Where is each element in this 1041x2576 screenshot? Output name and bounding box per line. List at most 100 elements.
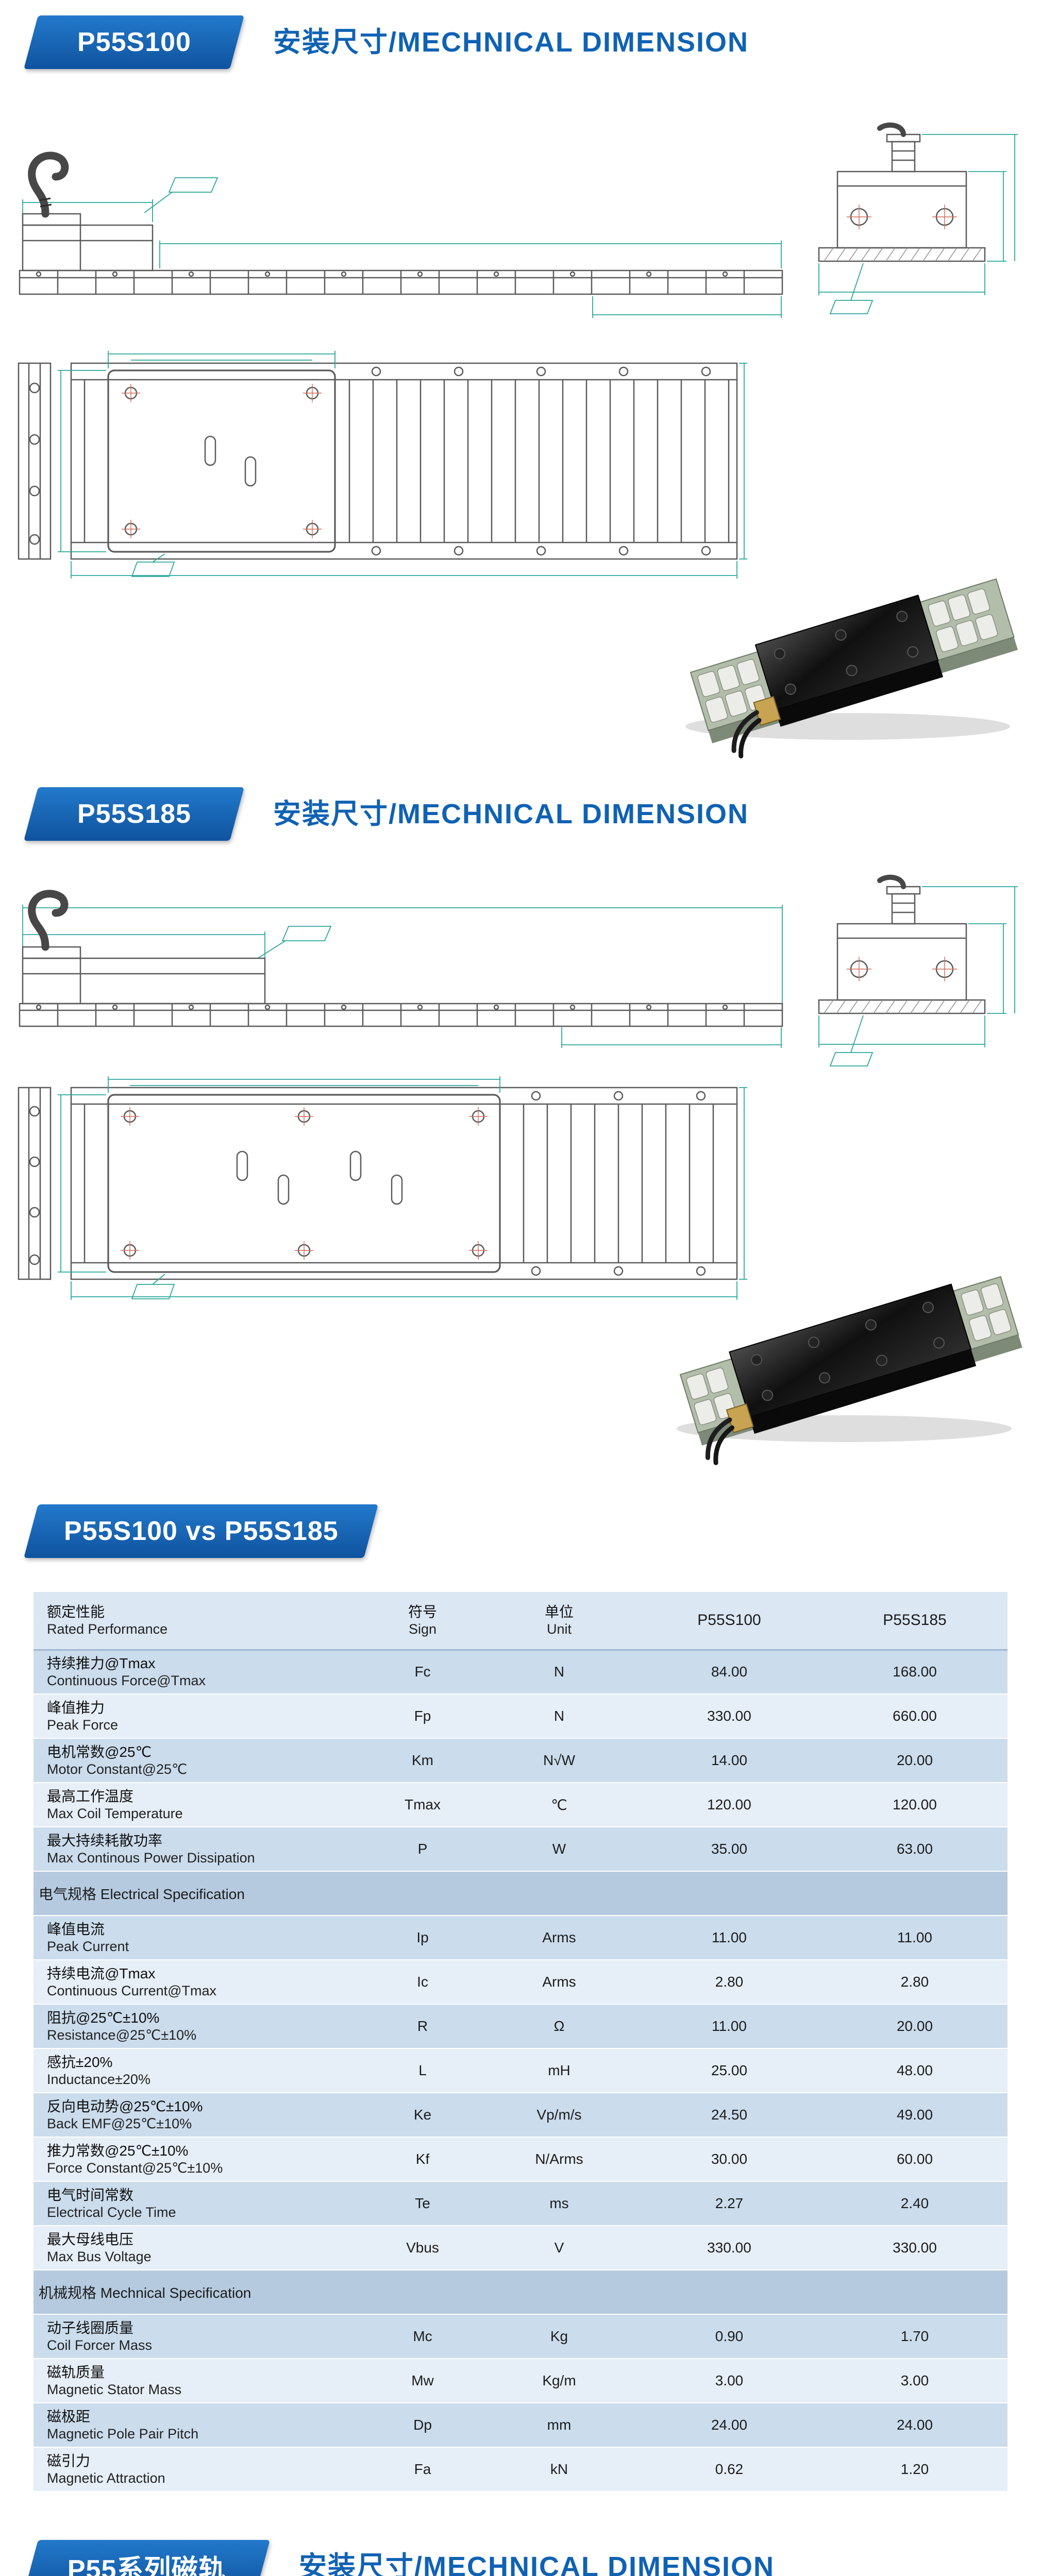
- spec-header-unit-zh: 单位: [544, 1603, 574, 1620]
- spec-sign: Tmax: [363, 1783, 482, 1827]
- spec-value-p55s100: 24.00: [636, 2403, 822, 2448]
- spec-value-p55s100: 24.50: [636, 2093, 822, 2138]
- spec-value-p55s185: 11.00: [822, 1916, 1008, 1960]
- spec-value-p55s185: 60.00: [822, 2137, 1008, 2182]
- spec-value-p55s100: 2.27: [636, 2181, 822, 2226]
- spec-value-p55s185: 168.00: [822, 1650, 1008, 1694]
- spec-sign: Ip: [363, 1916, 482, 1960]
- spec-unit: ms: [482, 2181, 636, 2226]
- spec-unit: N√W: [482, 1738, 636, 1783]
- spec-value-p55s185: 2.80: [822, 1960, 1008, 2005]
- spec-value-p55s185: 48.00: [822, 2048, 1008, 2093]
- spec-unit: Ω: [482, 2004, 636, 2049]
- spec-value-p55s100: 0.90: [636, 2314, 822, 2359]
- spec-header-row: 额定性能 Rated Performance 符号 Sign 单位 Unit P…: [33, 1592, 1008, 1650]
- spec-section-row: 电气规格 Electrical Specification: [33, 1871, 1008, 1916]
- spec-unit: V: [482, 2226, 636, 2270]
- spec-value-p55s100: 11.00: [636, 2004, 822, 2049]
- spec-unit: N/Arms: [482, 2137, 636, 2182]
- section-badge-compare: P55S100 vs P55S185: [24, 1504, 378, 1558]
- p55s185-top-view-drawing: [18, 1076, 747, 1300]
- section-title-track: 安装尺寸/MECHNICAL DIMENSION: [299, 2551, 775, 2576]
- spec-header-p55s100: P55S100: [636, 1592, 822, 1650]
- section-badge-label: P55S100: [77, 27, 191, 57]
- spec-section-label: 电气规格 Electrical Specification: [33, 1871, 1008, 1916]
- spec-sign: Dp: [363, 2403, 482, 2448]
- spec-header-unit: 单位 Unit: [482, 1592, 636, 1650]
- spec-value-p55s185: 1.70: [822, 2314, 1008, 2359]
- spec-value-p55s100: 84.00: [636, 1650, 822, 1694]
- spec-value-p55s100: 330.00: [636, 2226, 822, 2270]
- spec-value-p55s100: 0.62: [636, 2447, 822, 2492]
- spec-param-name: 反向电动势@25℃±10%Back EMF@25℃±10%: [33, 2093, 363, 2138]
- spec-value-p55s100: 330.00: [636, 1694, 822, 1739]
- spec-value-p55s185: 660.00: [822, 1694, 1008, 1739]
- spec-header-sign-zh: 符号: [408, 1603, 437, 1620]
- section-badge-label: P55S185: [77, 799, 191, 829]
- spec-sign: L: [363, 2048, 482, 2093]
- spec-sign: Km: [363, 1738, 482, 1783]
- spec-table: 额定性能 Rated Performance 符号 Sign 单位 Unit P…: [33, 1592, 1008, 2492]
- spec-unit: Vp/m/s: [482, 2093, 636, 2138]
- spec-unit: ℃: [482, 1783, 636, 1827]
- p55s185-side-view-drawing: [19, 890, 783, 1048]
- spec-sign: Mw: [363, 2359, 482, 2403]
- p55s100-top-view-drawing: [18, 351, 747, 579]
- spec-unit: N: [482, 1694, 636, 1739]
- spec-header-p55s185: P55S185: [822, 1592, 1008, 1650]
- spec-value-p55s185: 20.00: [822, 1738, 1008, 1783]
- spec-sign: P: [363, 1827, 482, 1872]
- spec-section-row: 机械规格 Mechnical Specification: [33, 2270, 1008, 2315]
- spec-sign: Ic: [363, 1960, 482, 2005]
- p55s100-end-view-drawing: [818, 122, 1018, 314]
- spec-unit: kN: [482, 2447, 636, 2492]
- section-badge-p55s100: P55S100: [24, 15, 244, 69]
- spec-param-name: 阻抗@25℃±10%Resistance@25℃±10%: [33, 2004, 363, 2049]
- spec-unit: N: [482, 1650, 636, 1694]
- spec-value-p55s100: 14.00: [636, 1738, 822, 1783]
- spec-param-name: 感抗±20%Inductance±20%: [33, 2048, 363, 2093]
- spec-value-p55s185: 330.00: [822, 2226, 1008, 2270]
- spec-value-p55s100: 30.00: [636, 2137, 822, 2182]
- spec-unit: Kg/m: [482, 2359, 636, 2403]
- spec-sign: Ke: [363, 2093, 482, 2138]
- spec-header-performance-zh: 额定性能: [47, 1603, 105, 1620]
- spec-sign: Fa: [363, 2447, 482, 2492]
- spec-value-p55s100: 2.80: [636, 1960, 822, 2005]
- p55s185-end-view-drawing: [818, 874, 1018, 1066]
- spec-unit: Kg: [482, 2314, 636, 2359]
- p55s100-3d-render: [685, 578, 1018, 759]
- spec-header-unit-en: Unit: [546, 1621, 572, 1637]
- spec-value-p55s185: 20.00: [822, 2004, 1008, 2049]
- spec-unit: Arms: [482, 1960, 636, 2005]
- spec-header-performance-en: Rated Performance: [47, 1621, 168, 1637]
- spec-sign: Fp: [363, 1694, 482, 1739]
- spec-value-p55s100: 25.00: [636, 2048, 822, 2093]
- spec-value-p55s100: 3.00: [636, 2359, 822, 2403]
- spec-value-p55s185: 49.00: [822, 2093, 1008, 2138]
- spec-sign: R: [363, 2004, 482, 2049]
